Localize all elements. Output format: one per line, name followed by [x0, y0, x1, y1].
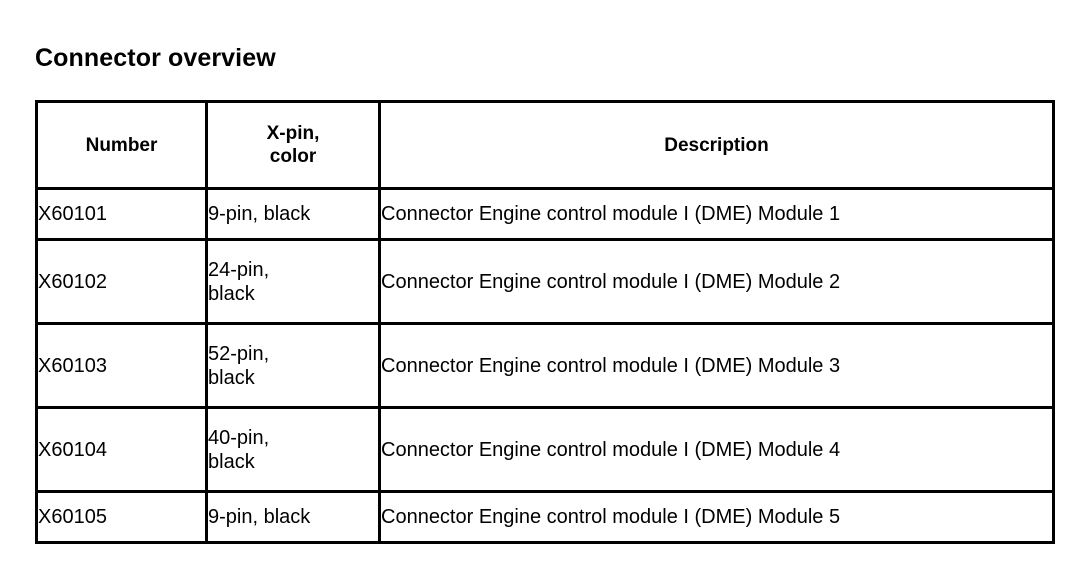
column-header-xpin-label-line2: color — [269, 146, 317, 167]
cell-pin-color: 9-pin, black — [205, 490, 381, 544]
cell-connector-number: X60105 — [35, 490, 208, 544]
cell-description: Connector Engine control module I (DME) … — [378, 406, 1055, 493]
cell-pin-color: 9-pin, black — [205, 187, 381, 241]
table-header-row: Number X-pin, color Description — [35, 100, 1055, 190]
cell-description: Connector Engine control module I (DME) … — [378, 238, 1055, 325]
connector-table-wrapper: Number X-pin, color Description X60101 9… — [35, 100, 1055, 544]
cell-description: Connector Engine control module I (DME) … — [378, 187, 1055, 241]
table-body: X60101 9-pin, black Connector Engine con… — [35, 187, 1055, 544]
table-row: X60102 24-pin, black Connector Engine co… — [35, 238, 1055, 325]
cell-pin-color-text: 52-pin, black — [208, 342, 270, 389]
cell-description: Connector Engine control module I (DME) … — [378, 490, 1055, 544]
cell-pin-color: 40-pin, black — [205, 406, 381, 493]
cell-connector-number: X60104 — [35, 406, 208, 493]
column-header-description: Description — [378, 100, 1055, 190]
column-header-xpin-label-line1: X-pin, — [266, 123, 320, 144]
cell-connector-number: X60102 — [35, 238, 208, 325]
cell-pin-color: 52-pin, black — [205, 322, 381, 409]
table-row: X60104 40-pin, black Connector Engine co… — [35, 406, 1055, 493]
cell-connector-number: X60101 — [35, 187, 208, 241]
cell-pin-color-text: 24-pin, black — [208, 258, 270, 305]
column-header-xpin: X-pin, color — [205, 100, 381, 190]
page-title: Connector overview — [35, 43, 276, 72]
table-row: X60103 52-pin, black Connector Engine co… — [35, 322, 1055, 409]
table-row: X60105 9-pin, black Connector Engine con… — [35, 490, 1055, 544]
connector-overview-table: Number X-pin, color Description X60101 9… — [35, 100, 1055, 544]
table-row: X60101 9-pin, black Connector Engine con… — [35, 187, 1055, 241]
cell-pin-color: 24-pin, black — [205, 238, 381, 325]
cell-connector-number: X60103 — [35, 322, 208, 409]
cell-pin-color-text: 40-pin, black — [208, 426, 270, 473]
column-header-description-label: Description — [664, 134, 769, 156]
column-header-number: Number — [35, 100, 208, 190]
table-header: Number X-pin, color Description — [35, 100, 1055, 190]
column-header-number-label: Number — [85, 134, 158, 156]
cell-description: Connector Engine control module I (DME) … — [378, 322, 1055, 409]
